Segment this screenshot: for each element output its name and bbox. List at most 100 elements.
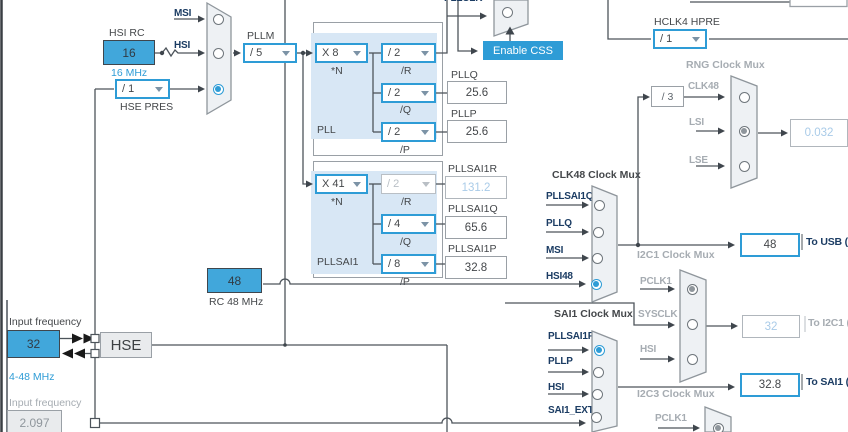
- chevron-down-icon: [421, 221, 429, 227]
- chevron-down-icon: [421, 50, 429, 56]
- hsi-rc-label: HSI RC: [109, 27, 145, 39]
- pllsai1r-label: PLLSAI1R: [448, 163, 498, 175]
- rng-in-clk48-label: CLK48: [688, 81, 719, 92]
- sysclk-mux-clipped-label: PLLCLK: [444, 0, 499, 6]
- hclk4-hpre-select[interactable]: / 1: [653, 29, 707, 49]
- hse-pres-label: HSE PRES: [120, 101, 174, 113]
- to-i2c1-label: To I2C1 (M: [808, 317, 848, 329]
- pllsai1q-value-box: 65.6: [445, 216, 507, 239]
- i2c1-in-pclk1-label: PCLK1: [640, 276, 672, 287]
- rc48-label: RC 48 MHz: [209, 296, 264, 308]
- clk48-mux-radio-pllsai1q[interactable]: [593, 199, 605, 211]
- pllsai1-p-label: /P: [400, 276, 410, 288]
- i2c3-in-pclk1-label: PCLK1: [655, 413, 687, 424]
- pll-source-mux-radio-msi[interactable]: [212, 13, 224, 25]
- pllq-label: PLLQ: [451, 69, 478, 81]
- i2c1-mux-radio-pclk1[interactable]: [686, 283, 698, 295]
- top-right-partial-box: [789, 0, 848, 8]
- pllsai1r-value-box: 131.2: [445, 176, 507, 199]
- clk48-mux-radio-hsi48[interactable]: [590, 278, 602, 290]
- lse-input-frequency-label: Input frequency: [9, 397, 82, 409]
- rc48-value-box: 48: [207, 268, 262, 293]
- rng-mux-radio-lsi[interactable]: [738, 125, 750, 137]
- pll-p-select[interactable]: / 2: [381, 122, 436, 142]
- sai1-mux-radio-hsi[interactable]: [591, 388, 603, 400]
- chevron-down-icon: [421, 90, 429, 96]
- rng-in-lse-label: LSE: [689, 155, 708, 166]
- hse-input-frequency-box[interactable]: 32: [7, 330, 60, 358]
- pll-r-select[interactable]: / 2: [381, 43, 436, 63]
- clk48-mux-body: [591, 185, 618, 303]
- i2c3-mux-title: I2C3 Clock Mux: [637, 388, 715, 400]
- pllsai1-p-select[interactable]: / 8: [381, 254, 436, 274]
- pllp-label: PLLP: [451, 108, 477, 120]
- clk48-mux-title: CLK48 Clock Mux: [552, 169, 641, 181]
- clk48-in-hsi48-label: HSI48: [546, 271, 573, 282]
- rng-in-lsi-label: LSI: [689, 117, 704, 128]
- sai1-clock-value-box: 32.8: [740, 373, 800, 397]
- pll-q-label: /Q: [400, 104, 412, 116]
- chevron-down-icon: [155, 86, 163, 92]
- usb-clock-value-box: 48: [740, 233, 800, 257]
- hse-osc-in-out-arrows: [62, 333, 95, 359]
- to-sai1-label: To SAI1 (M: [806, 376, 848, 388]
- sai1-in-pllsai1p-label: PLLSAI1P: [548, 331, 595, 342]
- pllm-select[interactable]: / 5: [243, 43, 297, 63]
- sai1-mux-title: SAI1 Clock Mux: [554, 308, 633, 320]
- rng-output-box: 0.032: [790, 119, 848, 147]
- hse-input-frequency-label: Input frequency: [9, 316, 82, 328]
- i2c1-mux-radio-hsi[interactable]: [686, 353, 698, 365]
- chevron-down-icon: [353, 50, 361, 56]
- pll-p-label: /P: [400, 144, 410, 156]
- pll-source-mux-radio-hsi[interactable]: [212, 47, 224, 59]
- rng-mux-radio-clk48[interactable]: [738, 91, 750, 103]
- clk48-in-pllsai1q-label: PLLSAI1Q: [546, 191, 594, 202]
- pllsai1p-value-box: 32.8: [445, 256, 507, 279]
- pllsai1-r-select[interactable]: / 2: [381, 174, 436, 194]
- chevron-down-icon: [353, 181, 361, 187]
- pllm-label: PLLM: [247, 30, 275, 42]
- pll-n-select[interactable]: X 8: [315, 43, 368, 63]
- pllsai1q-label: PLLSAI1Q: [448, 203, 498, 215]
- hclk4-hpre-label: HCLK4 HPRE: [654, 16, 720, 28]
- msi-input-label: MSI: [174, 8, 192, 19]
- pllsai1-q-select[interactable]: / 4: [381, 214, 436, 234]
- pllsai1-n-label: *N: [331, 196, 343, 208]
- rng-mux-title: RNG Clock Mux: [686, 59, 765, 71]
- i2c1-mux-title: I2C1 Clock Mux: [637, 249, 715, 261]
- clk48-mux-radio-msi[interactable]: [591, 252, 603, 264]
- i2c1-mux-radio-sysclk[interactable]: [686, 318, 698, 330]
- sai1-in-hsi-label: HSI: [548, 382, 565, 393]
- sai1-mux-radio-sai1ext[interactable]: [590, 411, 602, 423]
- hse-pres-select[interactable]: / 1: [115, 79, 170, 99]
- chevron-down-icon: [422, 181, 430, 187]
- sai1-in-sai1ext-label: SAI1_EXT: [548, 405, 594, 416]
- clk48-in-pllq-label: PLLQ: [546, 218, 572, 229]
- clk48-mux-radio-pllq[interactable]: [592, 226, 604, 238]
- system-clock-mux-radio[interactable]: [501, 6, 513, 18]
- i2c1-clock-value-box: 32: [742, 315, 800, 338]
- pllsai1-n-select[interactable]: X 41: [315, 174, 368, 194]
- to-usb-label: To USB (M: [806, 236, 848, 248]
- sai1-mux-radio-pllsai1p[interactable]: [593, 344, 605, 356]
- hsi-input-label: HSI: [174, 40, 191, 51]
- pll-block-label: PLL: [317, 124, 336, 136]
- hse-block: HSE: [100, 332, 152, 358]
- pll-q-select[interactable]: / 2: [381, 83, 436, 103]
- chevron-down-icon: [282, 50, 290, 56]
- chevron-down-icon: [692, 36, 700, 42]
- pllsai1-q-label: /Q: [400, 236, 412, 248]
- pllsai1p-label: PLLSAI1P: [448, 243, 497, 255]
- i2c1-in-sysclk-label: SYSCLK: [638, 309, 678, 320]
- pll-source-mux-radio-hse[interactable]: [212, 83, 224, 95]
- hsi-rc-value-box: 16: [103, 40, 155, 65]
- sai1-mux-radio-pllp[interactable]: [592, 366, 604, 378]
- rng-mux-radio-lse[interactable]: [738, 160, 750, 172]
- hsi-freq-label: 16 MHz: [111, 67, 148, 79]
- clk48-in-msi-label: MSI: [546, 245, 564, 256]
- pll-n-label: *N: [331, 65, 343, 77]
- enable-css-button[interactable]: Enable CSS: [483, 41, 563, 60]
- rng-divider-box: / 3: [651, 86, 684, 107]
- i2c1-in-hsi-label: HSI: [640, 344, 657, 355]
- i2c3-mux-radio-pclk1[interactable]: [712, 422, 724, 432]
